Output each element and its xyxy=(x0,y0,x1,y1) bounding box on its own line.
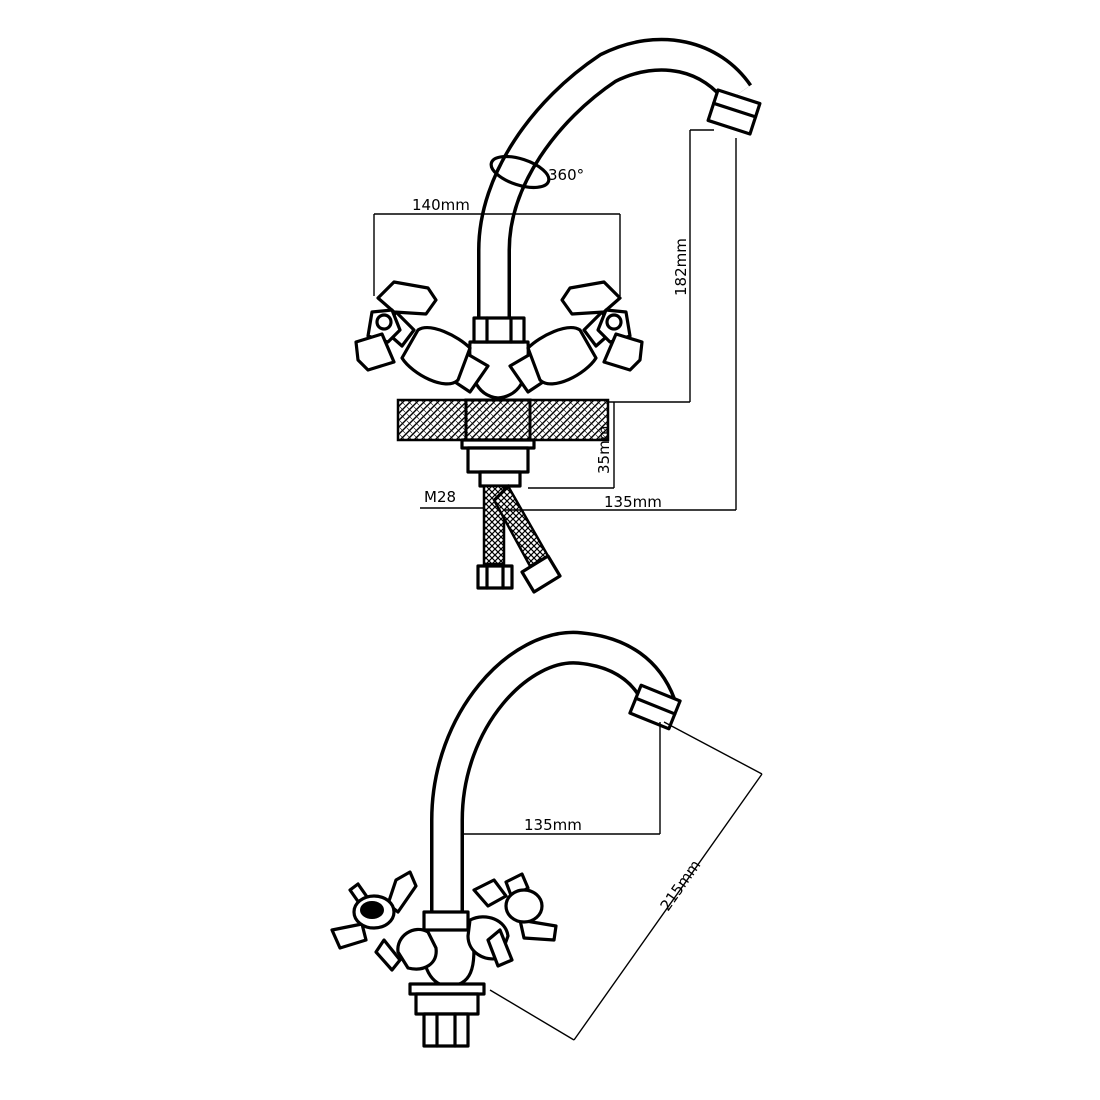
threaded-shank xyxy=(478,470,522,488)
dim-side-reach-label: 135mm xyxy=(524,816,582,834)
left-handle-side xyxy=(330,870,418,972)
dim-deck-thickness-label: 35mm xyxy=(595,426,613,474)
dim-spout-reach-label: 135mm xyxy=(604,493,662,511)
mount-sleeve xyxy=(464,398,532,442)
right-handle xyxy=(560,280,644,372)
spout xyxy=(477,37,753,318)
flex-hoses xyxy=(476,483,562,594)
mount-nut xyxy=(466,446,530,474)
mount-nut-side xyxy=(422,1012,470,1048)
dim-rotation-label: 360° xyxy=(548,166,584,184)
spout-nut-side xyxy=(422,910,470,932)
left-handle xyxy=(354,280,438,372)
side-view xyxy=(330,630,763,1048)
left-valve xyxy=(382,310,490,394)
aerator xyxy=(706,88,762,136)
dim-handle-span-label: 140mm xyxy=(412,196,470,214)
spout-side xyxy=(430,630,676,912)
rotation-ellipse xyxy=(489,154,551,190)
mount-stud xyxy=(414,992,480,1016)
front-view xyxy=(354,37,762,594)
dim-thread-label: M28 xyxy=(424,488,456,506)
dim-spout-height-label: 182mm xyxy=(672,238,690,296)
dim-side-length-label: 215mm xyxy=(657,857,705,915)
right-handle-side xyxy=(472,872,558,968)
aerator-side xyxy=(628,683,682,731)
spout-nut xyxy=(472,316,526,344)
left-valve-side xyxy=(396,927,438,971)
